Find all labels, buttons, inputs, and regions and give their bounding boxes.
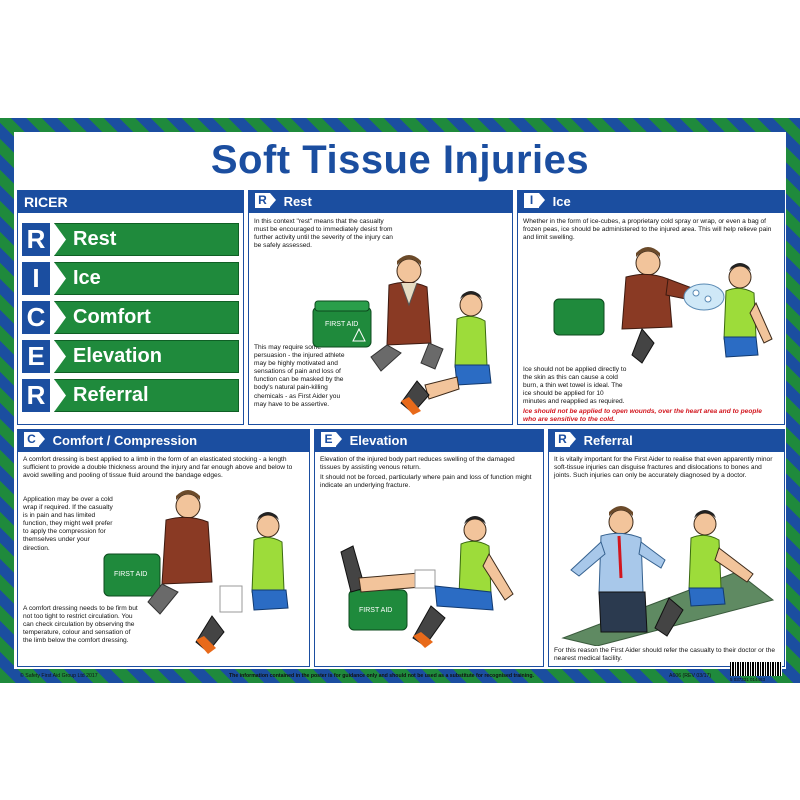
comfort-text-middle: Application may be over a cold wrap if r…	[23, 496, 113, 554]
ice-warning: Ice should not be applied to open wounds…	[523, 407, 762, 424]
comfort-heading: Comfort / Compression	[52, 433, 198, 448]
elevation-text: Elevation of the injured body part reduc…	[320, 456, 536, 491]
rest-heading: Rest	[283, 194, 312, 209]
poster-title: Soft Tissue Injuries	[210, 138, 590, 182]
disclaimer: The information contained in the poster …	[229, 673, 534, 679]
referral-panel: R Referral It is vitally important for t…	[548, 429, 785, 667]
ricer-word: Comfort	[54, 301, 239, 334]
elevation-bag-label: FIRST AID	[359, 607, 392, 614]
ricer-word: Ice	[54, 262, 239, 295]
comfort-header: C Comfort / Compression	[18, 430, 309, 452]
referral-text-bottom: For this reason the First Aider should r…	[554, 647, 778, 665]
rest-paragraph-1: In this context "rest" means that the ca…	[254, 218, 393, 250]
ice-panel: I Ice Whether in the form of ice-cubes, …	[517, 190, 785, 425]
ricer-letter: E	[22, 340, 50, 373]
referral-header: R Referral	[549, 430, 784, 452]
ricer-row-elevation: E Elevation	[22, 340, 239, 373]
ricer-row-rest: R Rest	[22, 223, 239, 256]
elevation-heading: Elevation	[349, 433, 408, 448]
product-code: A606 (REV 03/17)	[669, 673, 712, 679]
elevation-paragraph-2: It should not be forced, particularly wh…	[320, 473, 532, 489]
comfort-paragraph-3: A comfort dressing needs to be firm but …	[23, 605, 138, 645]
comfort-text-bottom: A comfort dressing needs to be firm but …	[23, 605, 141, 647]
rest-text-top: In this context "rest" means that the ca…	[254, 218, 394, 252]
ice-header: I Ice	[518, 191, 784, 213]
rest-text-bottom: This may require some persuasion - the i…	[254, 344, 352, 410]
ice-text-top: Whether in the form of ice-cubes, a prop…	[523, 218, 777, 244]
ricer-heading: RICER	[18, 191, 243, 213]
ricer-row-referral: R Referral	[22, 379, 239, 412]
barcode	[730, 662, 782, 676]
barcode-number: 5 037331 014463	[730, 677, 766, 682]
rest-letter: R	[255, 193, 276, 208]
poster-border: Soft Tissue Injuries RICER R Rest I Ice …	[0, 118, 800, 683]
ice-paragraph-2: Ice should not be applied directly to th…	[523, 366, 627, 406]
elevation-paragraph-1: Elevation of the injured body part reduc…	[320, 456, 515, 472]
comfort-letter: C	[24, 432, 45, 447]
rest-bag-label: FIRST AID	[325, 321, 358, 328]
elevation-illustration: FIRST AID	[340, 516, 514, 648]
elevation-panel: E Elevation Elevation of the injured bod…	[314, 429, 544, 667]
rest-illustration: FIRST AID	[312, 255, 492, 415]
comfort-paragraph-2: Application may be over a cold wrap if r…	[23, 496, 113, 552]
referral-illustration	[561, 506, 775, 646]
ricer-letter: R	[22, 379, 50, 412]
comfort-panel: C Comfort / Compression A comfort dressi…	[17, 429, 310, 667]
ricer-word: Rest	[54, 223, 239, 256]
referral-paragraph-1: It is vitally important for the First Ai…	[554, 456, 773, 480]
comfort-illustration: FIRST AID	[103, 490, 289, 654]
ricer-letter: R	[22, 223, 50, 256]
comfort-text-top: A comfort dressing is best applied to a …	[23, 456, 303, 482]
ricer-row-comfort: C Comfort	[22, 301, 239, 334]
ricer-letter: C	[22, 301, 50, 334]
copyright: © Safety First Aid Group Ltd 2017	[20, 673, 98, 679]
referral-letter: R	[555, 432, 576, 447]
rest-paragraph-2: This may require some persuasion - the i…	[254, 344, 345, 408]
ricer-letter: I	[22, 262, 50, 295]
ricer-word: Referral	[54, 379, 239, 412]
ice-illustration	[553, 247, 773, 364]
ricer-word: Elevation	[54, 340, 239, 373]
comfort-paragraph-1: A comfort dressing is best applied to a …	[23, 456, 293, 480]
elevation-header: E Elevation	[315, 430, 543, 452]
ricer-row-ice: I Ice	[22, 262, 239, 295]
poster-body: Soft Tissue Injuries RICER R Rest I Ice …	[14, 132, 786, 682]
ice-letter: I	[524, 193, 545, 208]
elevation-letter: E	[321, 432, 342, 447]
ice-paragraph-1: Whether in the form of ice-cubes, a prop…	[523, 218, 772, 242]
ice-heading: Ice	[552, 194, 571, 209]
referral-text-top: It is vitally important for the First Ai…	[554, 456, 778, 482]
comfort-bag-label: FIRST AID	[114, 571, 147, 578]
referral-heading: Referral	[583, 433, 633, 448]
ricer-panel: RICER R Rest I Ice C Comfort E Elevation…	[17, 190, 244, 425]
ice-text-bottom: Ice should not be applied directly to th…	[523, 366, 777, 424]
referral-paragraph-2: For this reason the First Aider should r…	[554, 647, 775, 663]
rest-header: R Rest	[249, 191, 512, 213]
rest-panel: R Rest In this context "rest" means that…	[248, 190, 513, 425]
